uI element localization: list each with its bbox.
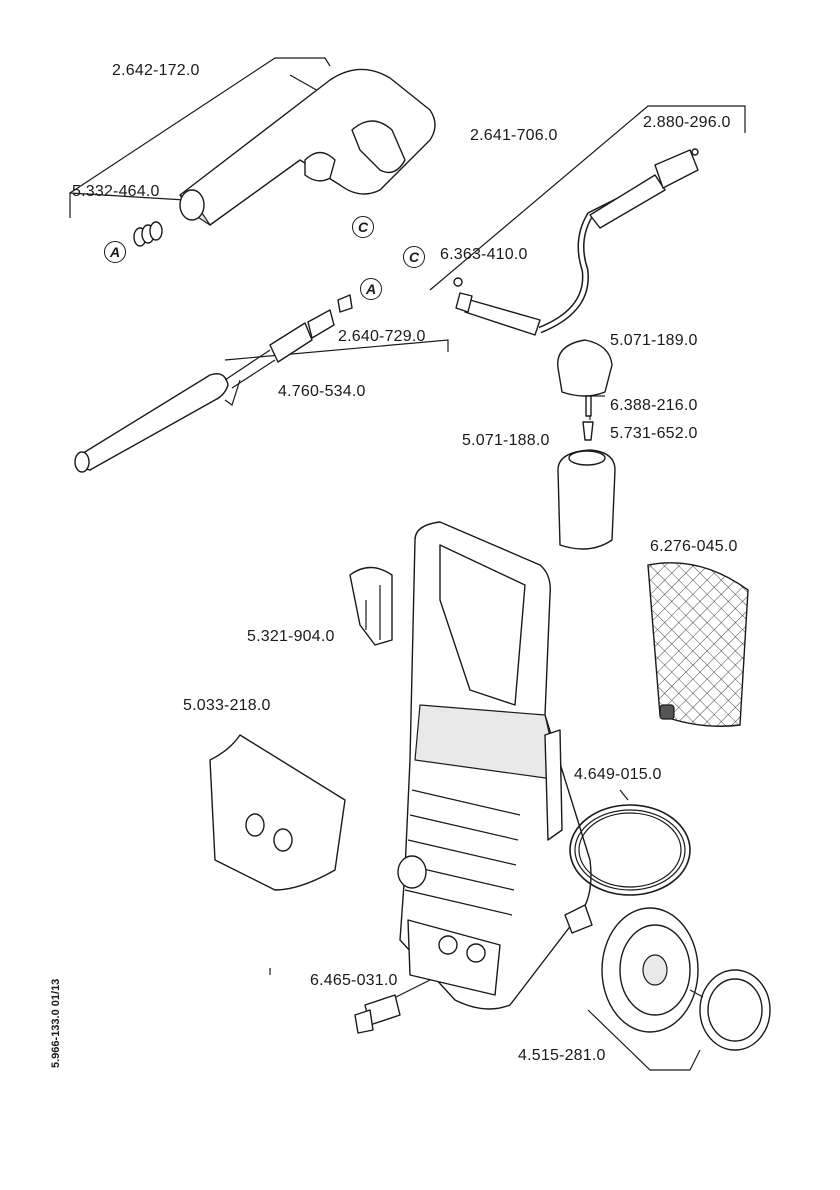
label-2-642-172: 2.642-172.0 [112, 62, 200, 79]
label-4-649-015: 4.649-015.0 [574, 766, 662, 783]
filter-mesh [647, 562, 749, 727]
leader-lines [69, 57, 746, 1071]
hose-coupling [354, 994, 401, 1034]
label-2-880-296: 2.880-296.0 [643, 114, 731, 131]
spray-lance [74, 294, 353, 473]
label-6-363-410: 6.363-410.0 [440, 246, 528, 263]
label-5-731-652: 5.731-652.0 [610, 425, 698, 442]
wheel-assembly [564, 904, 771, 1051]
o-ring-set [133, 221, 163, 247]
document-number: 5.966-133.0 01/13 [50, 978, 62, 1068]
detergent-bottle [557, 449, 616, 550]
hose-ring [569, 804, 691, 896]
ref-marker-c-gun: C [352, 216, 374, 238]
label-5-071-189: 5.071-189.0 [610, 332, 698, 349]
label-4-515-281: 4.515-281.0 [518, 1047, 606, 1064]
label-5-071-188: 5.071-188.0 [462, 432, 550, 449]
label-5-033-218: 5.033-218.0 [183, 697, 271, 714]
detergent-cap [557, 339, 613, 441]
hose-holder [349, 566, 393, 646]
label-2-641-706: 2.641-706.0 [470, 127, 558, 144]
label-4-760-534: 4.760-534.0 [278, 383, 366, 400]
label-6-465-031: 6.465-031.0 [310, 972, 398, 989]
ref-marker-a-gun: A [104, 241, 126, 263]
high-pressure-hose [453, 148, 699, 336]
trigger-gun [179, 68, 436, 226]
ref-marker-a-lance: A [360, 278, 382, 300]
label-6-388-216: 6.388-216.0 [610, 397, 698, 414]
label-5-321-904: 5.321-904.0 [247, 628, 335, 645]
label-5-332-464: 5.332-464.0 [72, 183, 160, 200]
pressure-washer-body [397, 521, 592, 1010]
label-6-276-045: 6.276-045.0 [650, 538, 738, 555]
label-2-640-729: 2.640-729.0 [338, 328, 426, 345]
ref-marker-c-hose: C [403, 246, 425, 268]
front-cover [209, 734, 346, 891]
